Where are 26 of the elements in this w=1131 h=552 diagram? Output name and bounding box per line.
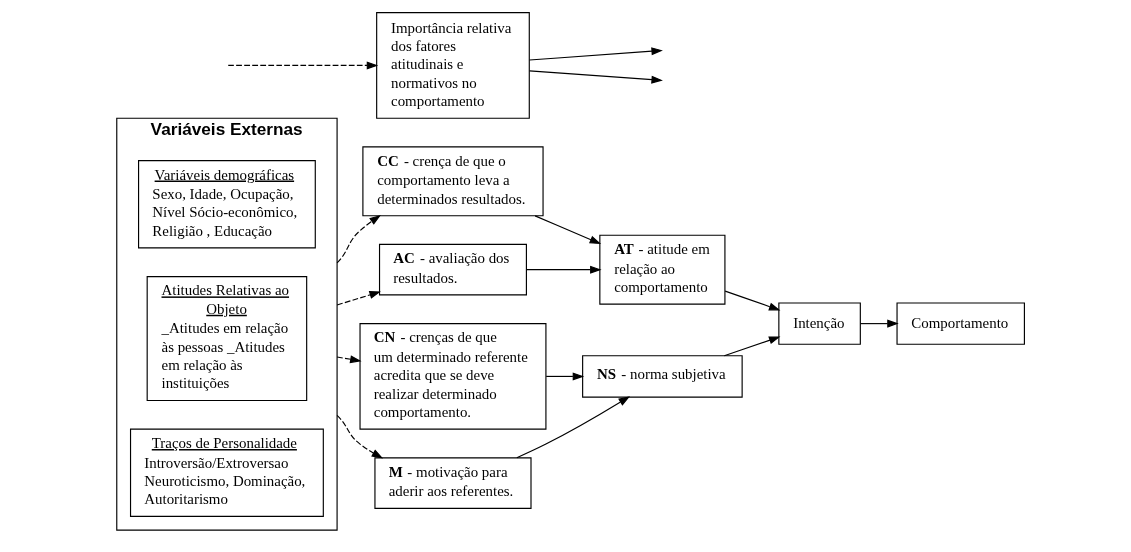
arrow bbox=[336, 215, 381, 264]
node-box: NS - norma subjetiva bbox=[581, 355, 743, 398]
arrow bbox=[528, 70, 663, 84]
node-box: Comportamento bbox=[895, 302, 1025, 345]
arrow bbox=[336, 414, 383, 459]
arrow bbox=[545, 372, 584, 381]
node-box: Atitudes Relativas ao Objeto _Atitudes em relação às pessoas _Atitudes em relação às instituições bbox=[146, 276, 307, 402]
node-box: Intenção bbox=[777, 302, 861, 345]
node-box: Importância relativa dos fatores atitudinais e normativos no comportamento bbox=[375, 12, 530, 119]
arrow bbox=[336, 291, 381, 306]
node-box: M - motivação para aderir aos referentes. bbox=[373, 457, 532, 509]
arrow bbox=[534, 215, 601, 245]
node-box: AT - atitude em relação ao comportamento bbox=[598, 234, 725, 305]
arrow bbox=[227, 61, 378, 70]
node-box: Traços de Personalidade Introversão/Extroversao Neuroticismo, Dominação, Autoritarismo bbox=[129, 428, 324, 517]
node-box: AC - avaliação dos resultados. bbox=[378, 243, 527, 296]
arrow bbox=[724, 290, 780, 311]
arrow bbox=[336, 355, 362, 364]
arrow bbox=[525, 265, 602, 274]
arrow bbox=[723, 336, 780, 357]
node-box: CC - crença de que o comportamento leva a determinados resultados. bbox=[361, 146, 544, 217]
arrow bbox=[528, 47, 663, 61]
node-box: CN - crenças de que um determinado referente acredita que se deve realizar determinado comportamento. bbox=[358, 323, 546, 430]
arrow bbox=[859, 319, 899, 328]
node-box: Variáveis demográficas Sexo, Idade, Ocupação, Nível Sócio-econômico, Religião , Educação bbox=[137, 160, 316, 249]
arrow bbox=[515, 396, 630, 459]
